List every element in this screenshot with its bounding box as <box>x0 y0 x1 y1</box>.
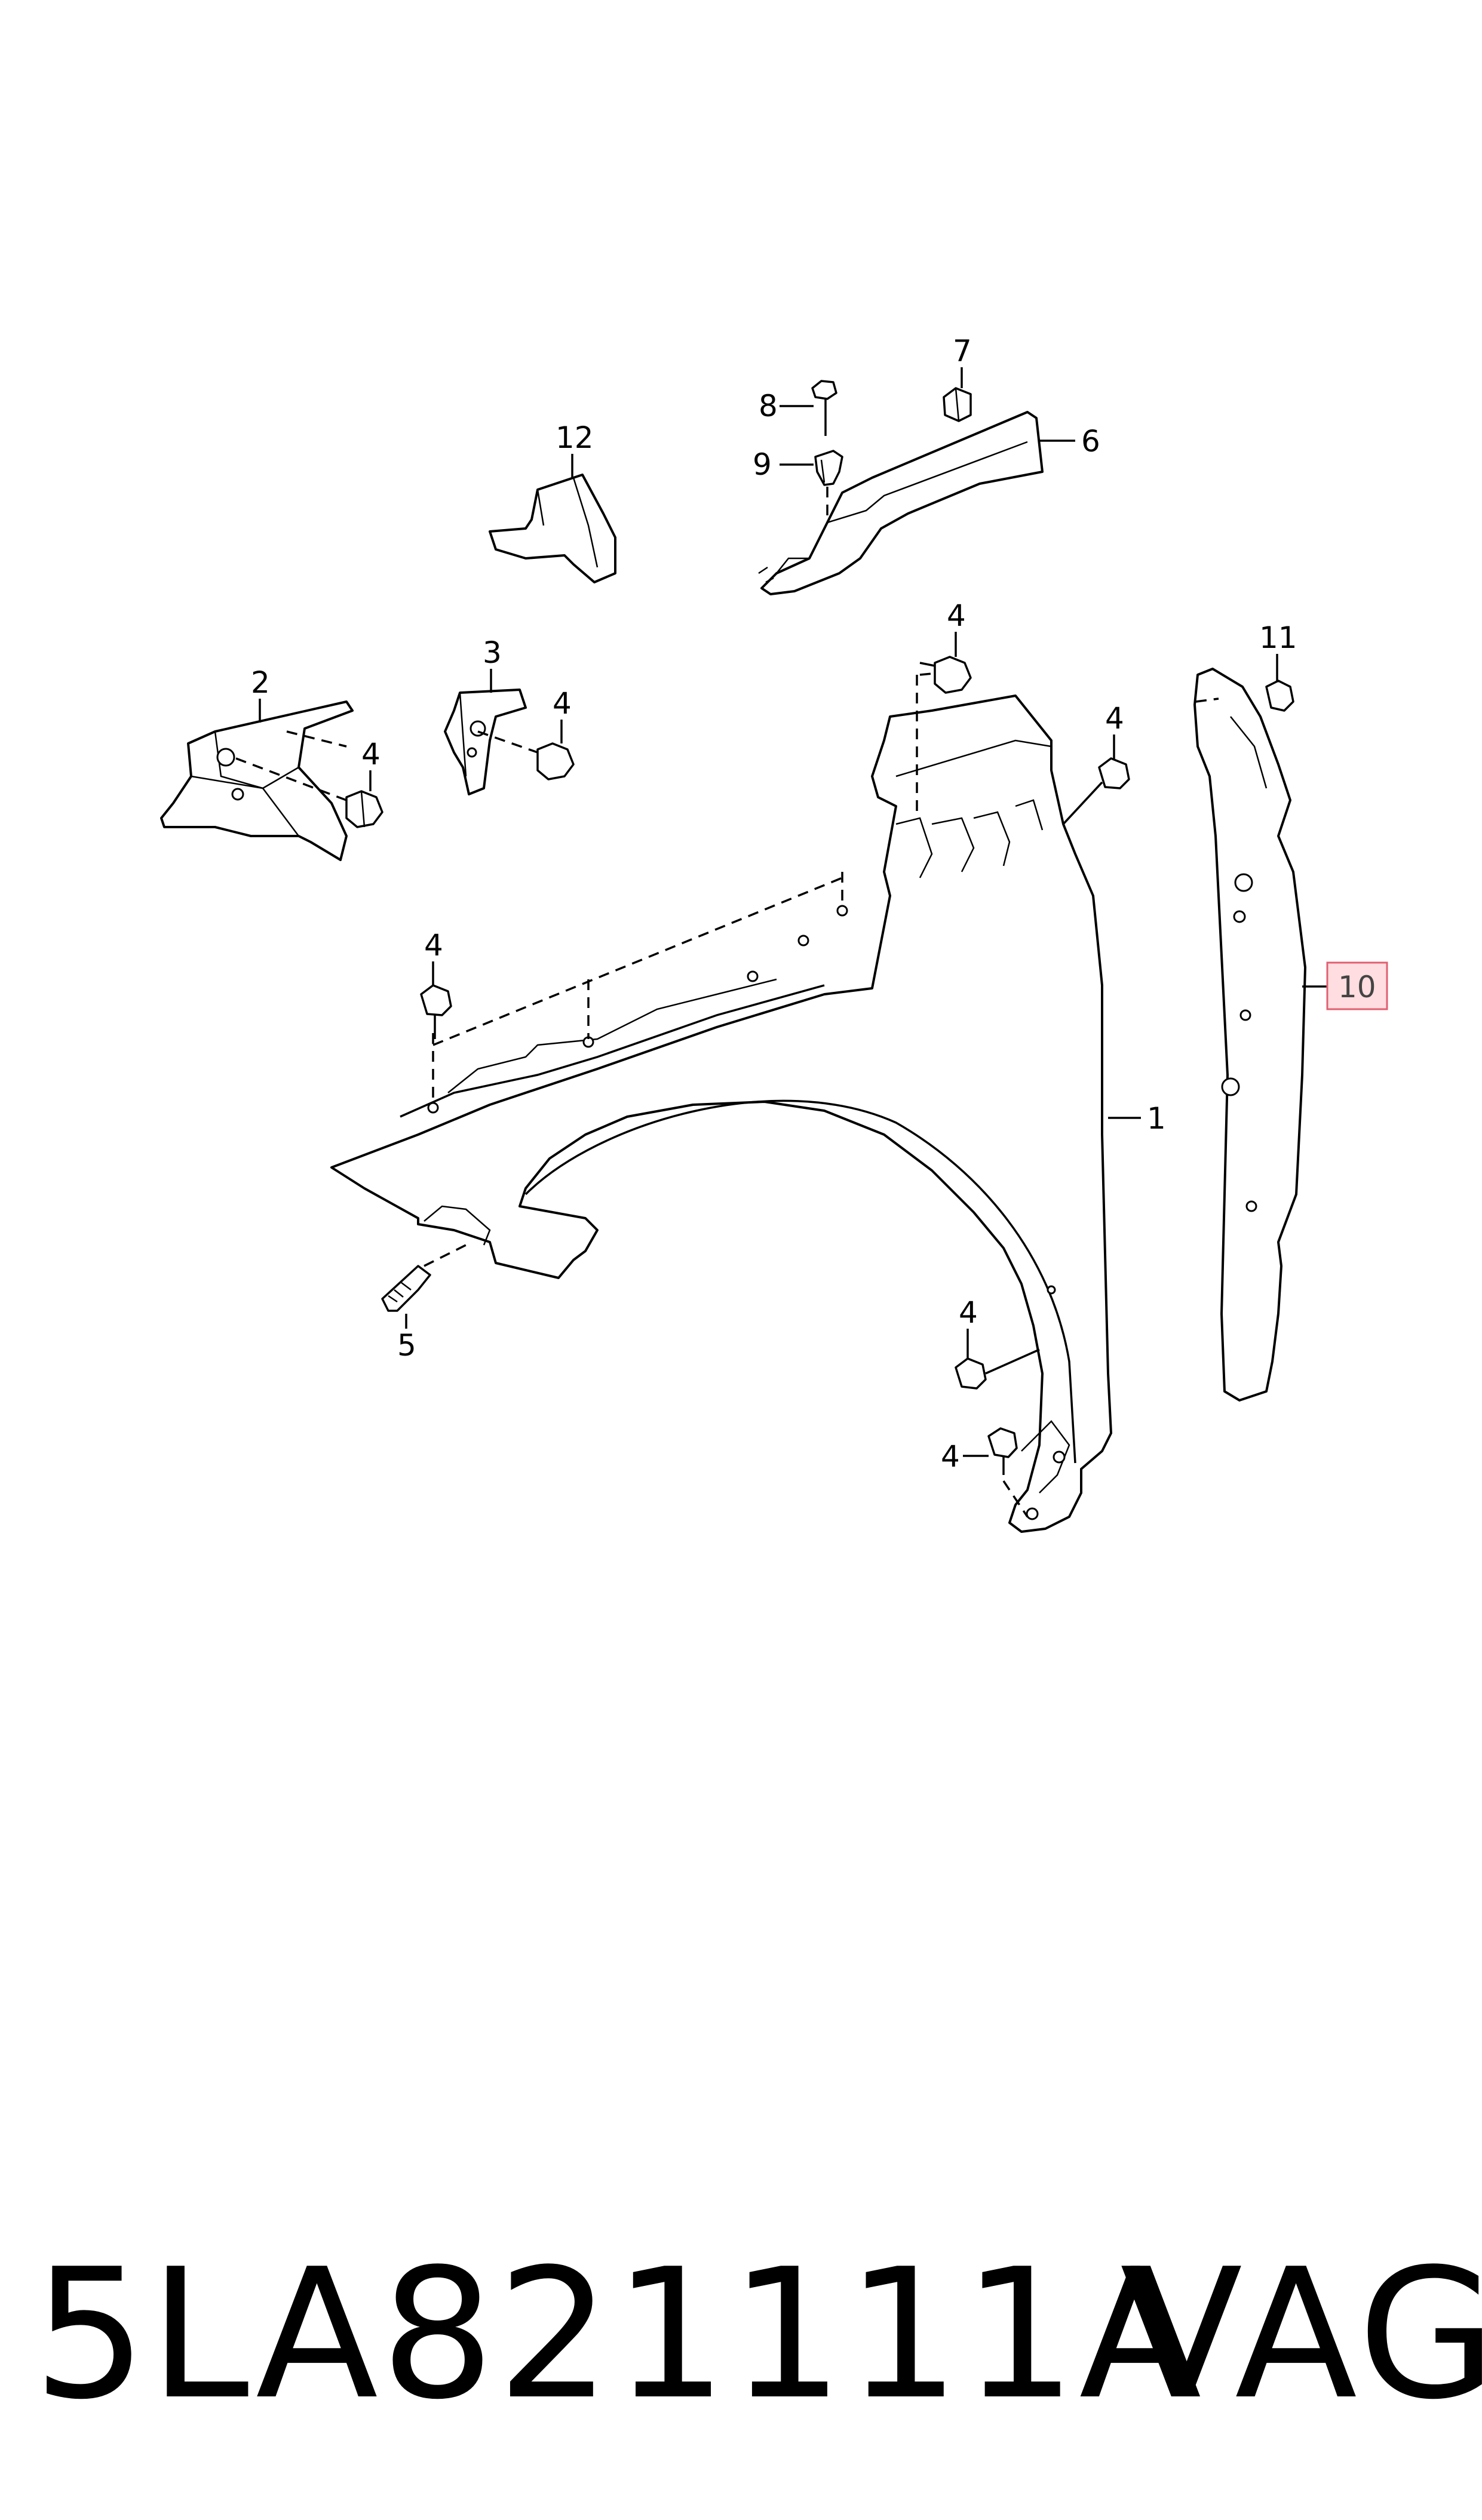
dash-fender-top <box>432 877 843 1046</box>
callout-11: 11 <box>1259 620 1297 655</box>
bolt-4-bottom <box>987 1427 1029 1517</box>
callout-4-a: 4 <box>361 737 381 772</box>
bolt-4-part3 <box>536 742 575 780</box>
callout-4-g: 4 <box>941 1439 960 1474</box>
brand-name: VAG <box>1120 2230 1482 2439</box>
callout-2: 2 <box>251 665 270 700</box>
bolt-4-arch-low <box>955 1348 1040 1390</box>
callout-4-d: 4 <box>1105 701 1124 736</box>
bolt-4-part2 <box>345 790 383 828</box>
part-10-seal <box>1193 668 1306 1402</box>
callout-3: 3 <box>483 635 502 670</box>
part-12-bracket <box>489 474 616 583</box>
callout-1: 1 <box>1147 1101 1166 1136</box>
part-8-screw <box>811 380 837 436</box>
dash-2-4 <box>235 757 347 801</box>
callout-10-highlight <box>1326 961 1388 1010</box>
dash-3-4 <box>477 730 538 754</box>
part-9-nut <box>814 450 843 520</box>
part-2-bracket <box>160 700 354 861</box>
bolt-4-fender-left <box>420 984 452 1039</box>
callout-8: 8 <box>759 389 778 423</box>
callout-9: 9 <box>753 447 772 482</box>
callout-4-e: 4 <box>424 928 443 963</box>
callout-4-f: 4 <box>959 1295 978 1330</box>
callout-5: 5 <box>397 1328 416 1363</box>
part-3-bracket <box>444 689 527 795</box>
callout-4-c: 4 <box>947 598 966 633</box>
part-6-trim-strip <box>758 411 1044 595</box>
callout-10: 10 <box>1338 970 1376 1004</box>
bolt-4-fender-right <box>1062 757 1130 825</box>
callout-7: 7 <box>953 334 972 368</box>
bolt-4-fender-top <box>919 656 972 694</box>
part-number: 5LA821111A <box>33 2230 1204 2439</box>
part-11-clip <box>1265 680 1294 712</box>
callout-6: 6 <box>1081 424 1100 459</box>
callout-12: 12 <box>556 420 594 455</box>
part-7-clip <box>943 387 972 422</box>
footer-caption: 5LA821111A VAG <box>0 2209 1482 2460</box>
callout-4-b: 4 <box>553 686 572 721</box>
bolt-5-stud <box>381 1241 472 1312</box>
part-1-fender <box>330 694 1112 1533</box>
